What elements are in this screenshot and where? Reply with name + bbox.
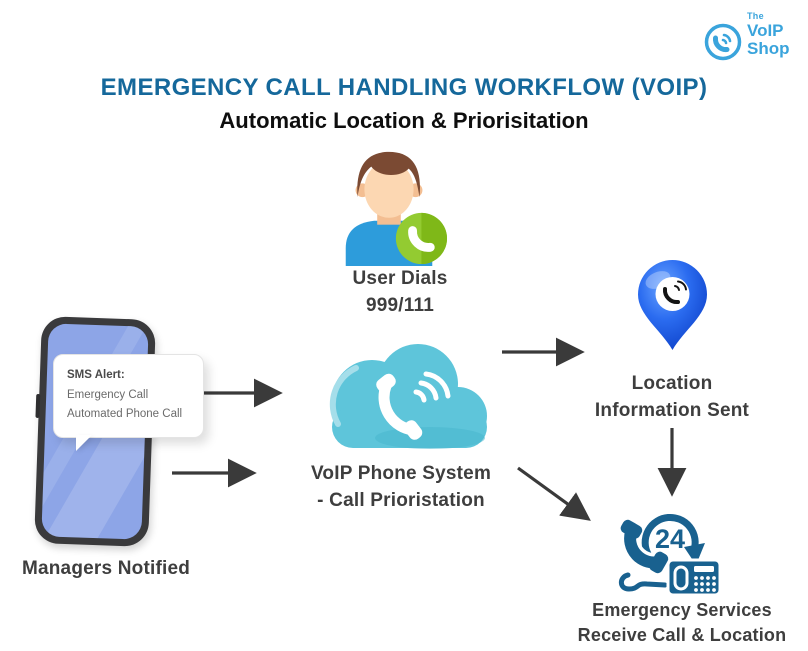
24h-phone-service-icon: 24 — [618, 514, 722, 597]
avatar-hair — [357, 151, 420, 198]
user-label-line2: 999/111 — [366, 294, 434, 316]
page-title: EMERGENCY CALL HANDLING WORKFLOW (VOIP) — [100, 74, 708, 101]
sms-alert-bubble: SMS Alert: Emergency Call Automated Phon… — [53, 354, 204, 438]
user-node-label: User Dials 999/111 — [318, 266, 482, 319]
logo-phone-circle-icon — [704, 23, 742, 61]
map-pin-phone-icon — [638, 260, 707, 350]
managers-node-label: Managers Notified — [8, 556, 204, 583]
logo-word-voip: VoIP — [747, 21, 784, 40]
location-label-line2: Information Sent — [594, 399, 750, 421]
emergency-label-line1: Emergency Services — [592, 600, 772, 620]
voip-label-line2: - Call Prioristation — [317, 489, 485, 511]
voip-shop-logo: The VoIP Shop — [702, 12, 790, 63]
phone-cord — [618, 572, 668, 592]
emergency-node-label: Emergency Services Receive Call & Locati… — [576, 598, 788, 648]
user-label-line1: User Dials — [352, 268, 448, 289]
phone-side-button — [35, 393, 41, 419]
managers-label: Managers Notified — [21, 558, 191, 579]
emergency-label-line2: Receive Call & Location — [577, 625, 787, 646]
avatar-face — [364, 160, 414, 218]
emergency-handset-icon — [620, 519, 669, 574]
voip-node-label: VoIP Phone System - Call Prioristation — [296, 461, 506, 514]
user-avatar-icon — [345, 151, 448, 266]
sms-line1: Emergency Call — [67, 388, 149, 401]
sms-title: SMS Alert: — [67, 369, 125, 381]
location-label-line1: Location — [631, 373, 713, 394]
logo-wordmark: The VoIP Shop — [747, 11, 790, 58]
voip-label-line1: VoIP Phone System — [310, 463, 492, 484]
page-subtitle: Automatic Location & Priorisitation — [219, 108, 589, 133]
logo-word-shop: Shop — [747, 39, 790, 58]
location-node-label: Location Information Sent — [580, 371, 764, 424]
desk-phone-icon — [666, 558, 722, 597]
arc-arrowhead — [684, 543, 705, 565]
call-badge-icon — [395, 212, 448, 265]
sms-line2: Automated Phone Call — [67, 408, 183, 421]
pin-handset-icon — [662, 280, 687, 305]
24-badge: 24 — [655, 524, 685, 554]
arrow-cloud-to-emergency — [517, 466, 591, 521]
logo-word-the: The — [747, 11, 764, 21]
cloud-handset-icon — [376, 371, 451, 440]
cloud-phone-icon — [329, 344, 487, 449]
